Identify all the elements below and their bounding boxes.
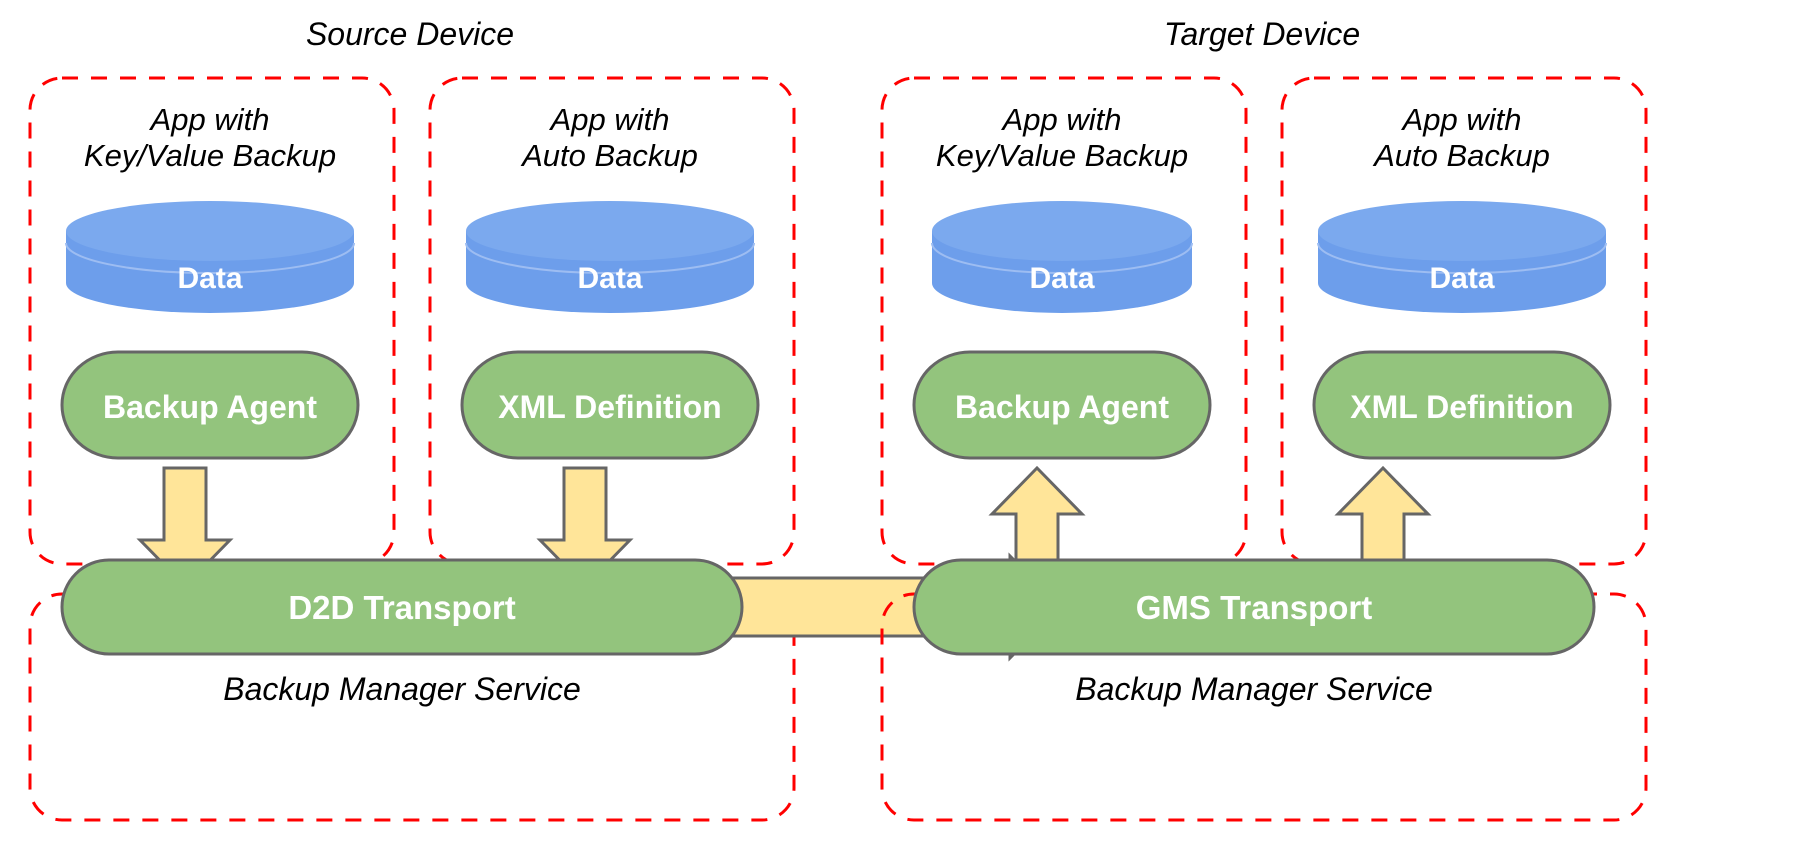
device-title-source: Source Device (306, 16, 514, 52)
transport-label-d2d: D2D Transport (288, 589, 515, 626)
component-pill-label-target-auto: XML Definition (1350, 389, 1573, 425)
data-cylinder-label-target-auto: Data (1429, 262, 1494, 295)
app-title-source-kv-line2: Key/Value Backup (84, 138, 336, 173)
service-label-target: Backup Manager Service (1075, 671, 1433, 707)
data-cylinder-label-source-auto: Data (577, 262, 642, 295)
component-pill-source-kv: Backup Agent (60, 350, 360, 460)
data-cylinder-target-kv: Data (931, 201, 1193, 313)
transport-pill-gms: GMS Transport (912, 558, 1596, 656)
data-cylinder-target-auto: Data (1317, 201, 1607, 313)
data-cylinder-label-source-kv: Data (177, 262, 242, 295)
data-cylinder-source-kv: Data (65, 201, 355, 313)
app-title-target-auto-line2: Auto Backup (1372, 138, 1550, 173)
component-pill-target-kv: Backup Agent (912, 350, 1212, 460)
app-title-source-auto-line1: App with (549, 102, 670, 137)
component-pill-label-source-kv: Backup Agent (103, 389, 317, 425)
component-pill-target-auto: XML Definition (1312, 350, 1612, 460)
service-label-source: Backup Manager Service (223, 671, 581, 707)
device-title-target: Target Device (1164, 16, 1360, 52)
data-cylinder-label-target-kv: Data (1029, 262, 1094, 295)
app-title-source-kv-line1: App with (149, 102, 270, 137)
transport-pill-d2d: D2D Transport (60, 558, 744, 656)
data-cylinder-source-auto: Data (465, 201, 755, 313)
component-pill-label-source-auto: XML Definition (498, 389, 721, 425)
app-title-source-auto-line2: Auto Backup (520, 138, 698, 173)
component-pill-label-target-kv: Backup Agent (955, 389, 1169, 425)
app-title-target-auto-line1: App with (1401, 102, 1522, 137)
app-title-target-kv-line1: App with (1001, 102, 1122, 137)
transport-label-gms: GMS Transport (1136, 589, 1373, 626)
app-title-target-kv-line2: Key/Value Backup (936, 138, 1188, 173)
component-pill-source-auto: XML Definition (460, 350, 760, 460)
